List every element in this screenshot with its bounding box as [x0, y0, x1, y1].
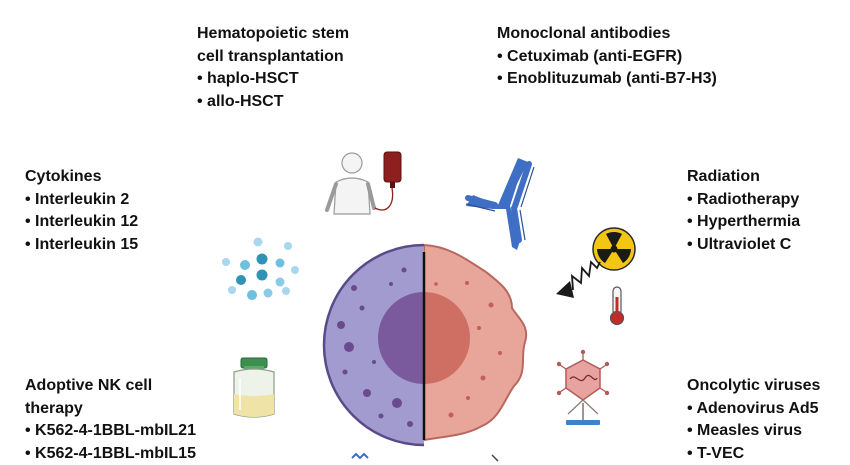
cytokine-dots-icon [222, 238, 299, 301]
radiation-hazard-icon [556, 228, 635, 298]
cell-culture-flask-icon [234, 358, 274, 417]
partial-bottom-icon [352, 454, 498, 461]
central-cell [324, 245, 526, 445]
patient-transfusion-icon [327, 152, 401, 214]
virus-icon [557, 350, 609, 425]
thermometer-icon [611, 287, 624, 325]
antibody-icon [466, 158, 534, 250]
